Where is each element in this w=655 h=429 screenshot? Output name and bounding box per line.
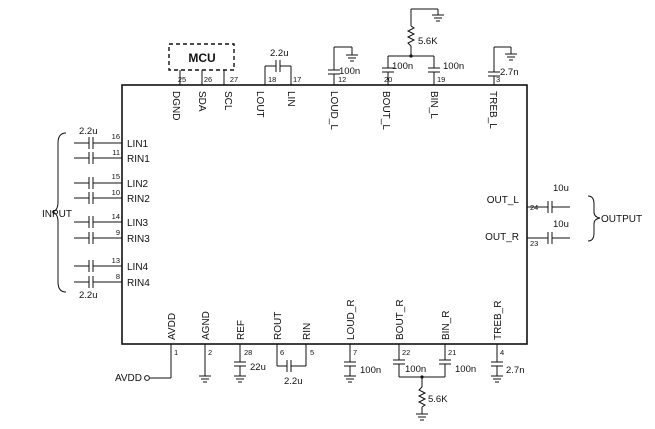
- pin-num-lout: 18: [268, 75, 276, 84]
- pin-label-bout-l: BOUT_L: [380, 91, 391, 130]
- loud-r-cap-value: 100n: [360, 365, 381, 376]
- loud-l-cap-value: 100n: [339, 66, 360, 77]
- bout-l-cap-value: 100n: [392, 61, 413, 72]
- pin-num-loud-l: 12: [338, 75, 346, 84]
- pin-num-out-r: 23: [530, 239, 538, 248]
- pin-label-rin: RIN: [302, 323, 313, 340]
- pin-num-bout-r: 22: [402, 348, 410, 357]
- pin-num-out-l: 24: [530, 203, 538, 212]
- input-group-label: INPUT: [42, 209, 72, 220]
- pin-label-rin3: RIN3: [127, 234, 150, 245]
- bin-l-cap-value: 100n: [443, 61, 464, 72]
- pin-label-out-r: OUT_R: [485, 232, 519, 243]
- pin-num-scl: 27: [230, 75, 238, 84]
- pin-label-lout: LOUT: [254, 91, 265, 118]
- pin-num-agnd: 2: [208, 348, 212, 357]
- avdd-net-label: AVDD: [115, 373, 142, 384]
- pin-label-sda: SDA: [196, 91, 207, 112]
- pin-num-bin-l: 19: [437, 75, 445, 84]
- pin-label-ref: REF: [236, 320, 247, 340]
- mcu-box: [168, 43, 235, 71]
- pin-label-out-l: OUT_L: [487, 195, 520, 206]
- mcu-label: MCU: [188, 51, 215, 65]
- pin-label-lin3: LIN3: [127, 218, 149, 229]
- pin-num-avdd: 1: [174, 348, 178, 357]
- pin-label-rin1: RIN1: [127, 154, 150, 165]
- output-cap-top: 10u: [553, 183, 569, 194]
- pin-num-lin: 17: [293, 75, 301, 84]
- pin-label-loud-l: LOUD_L: [328, 91, 339, 130]
- pin-label-rin2: RIN2: [127, 194, 150, 205]
- pin-label-rin4: RIN4: [127, 278, 150, 289]
- pin-label-lin2: LIN2: [127, 179, 149, 190]
- res-top-value: 5.6K: [418, 36, 438, 47]
- chip-body: [121, 84, 528, 345]
- input-cap-top: 2.2u: [79, 126, 98, 137]
- pin-num-lin4: 13: [112, 256, 120, 265]
- pin-label-avdd: AVDD: [167, 313, 178, 340]
- pin-num-lin1: 16: [112, 132, 120, 141]
- pin-num-rin1: 11: [112, 148, 120, 157]
- input-cap-bottom: 2.2u: [79, 290, 98, 301]
- pin-num-lin3: 14: [112, 212, 120, 221]
- pin-num-rout: 6: [280, 348, 284, 357]
- pin-num-rin2: 10: [112, 188, 120, 197]
- pin-label-dgnd: DGND: [170, 91, 181, 120]
- pin-label-rout: ROUT: [273, 312, 284, 340]
- pin-num-rin: 5: [310, 348, 314, 357]
- rout-rin-cap-value: 2.2u: [284, 376, 303, 387]
- pin-label-treb-l: TREB_L: [487, 91, 498, 129]
- pin-label-bout-r: BOUT_R: [395, 299, 406, 340]
- pin-num-bout-l: 20: [384, 75, 392, 84]
- treb-r-cap-value: 2.7n: [506, 365, 525, 376]
- output-brace: [587, 195, 601, 242]
- res-bottom-value: 5.6K: [428, 394, 448, 405]
- pin-num-loud-r: 7: [353, 348, 357, 357]
- pin-num-sda: 26: [204, 75, 212, 84]
- bout-r-cap-value: 100n: [405, 364, 426, 375]
- pin-label-lin1: LIN1: [127, 139, 149, 150]
- pin-num-treb-r: 4: [500, 348, 504, 357]
- pin-label-lin: LIN: [285, 91, 296, 107]
- pin-num-rin3: 9: [116, 228, 120, 237]
- pin-num-ref: 28: [244, 348, 252, 357]
- pin-label-bin-r: BIN_R: [441, 311, 452, 340]
- pin-num-bin-r: 21: [448, 348, 456, 357]
- lout-lin-cap-value: 2.2u: [270, 48, 289, 59]
- output-group-label: OUTPUT: [601, 214, 642, 225]
- input-brace: [51, 132, 67, 293]
- pin-num-lin2: 15: [112, 172, 120, 181]
- ref-cap-value: 22u: [250, 362, 266, 373]
- pin-label-loud-r: LOUD_R: [346, 299, 357, 340]
- input-wiring: [74, 137, 122, 288]
- pin-label-scl: SCL: [222, 91, 233, 111]
- pin-label-treb-r: TREB_R: [493, 301, 504, 340]
- treb-l-cap-value: 2.7n: [500, 67, 519, 78]
- bin-r-cap-value: 100n: [455, 364, 476, 375]
- pin-num-dgnd: 25: [178, 75, 186, 84]
- pin-num-treb-l: 3: [496, 75, 500, 84]
- pin-label-lin4: LIN4: [127, 262, 149, 273]
- pin-label-bin-l: BIN_L: [428, 91, 439, 119]
- pin-num-rin4: 8: [116, 272, 120, 281]
- pin-label-agnd: AGND: [201, 311, 212, 340]
- output-cap-bottom: 10u: [553, 219, 569, 230]
